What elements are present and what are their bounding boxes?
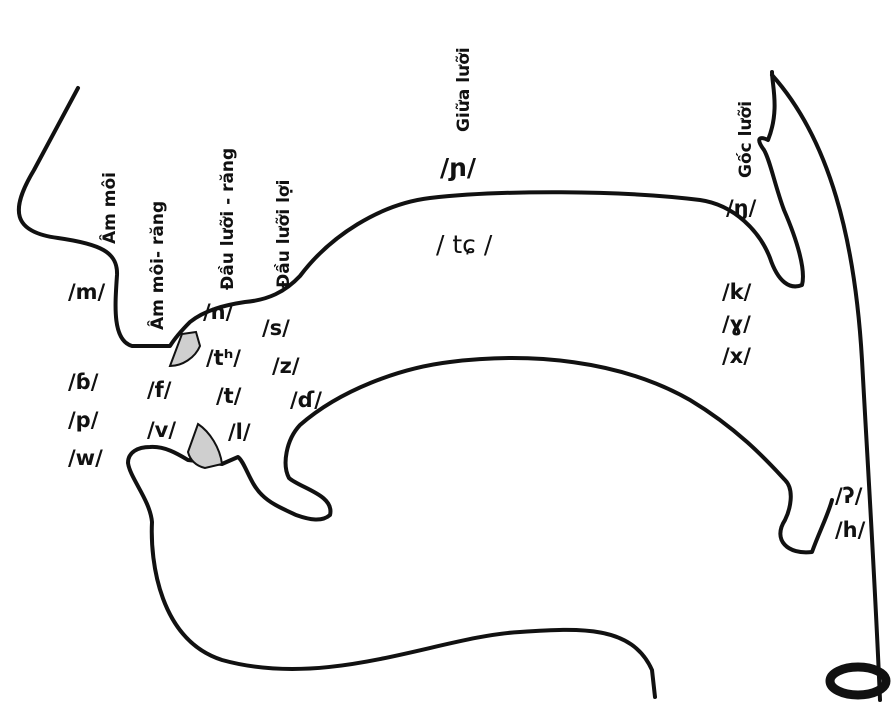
phoneme-glottal-stop: /ʔ/ (835, 486, 862, 507)
phoneme-x: /x/ (722, 346, 751, 367)
phoneme-z: /z/ (272, 356, 300, 377)
phoneme-l: /l/ (228, 422, 251, 443)
label-am-moi-rang: Âm môi- răng (150, 201, 167, 330)
lower-tooth-icon (188, 424, 222, 468)
phoneme-m: /m/ (68, 282, 105, 303)
phoneme-gamma: /ɣ/ (722, 314, 751, 335)
phoneme-k: /k/ (722, 282, 751, 303)
phoneme-tc: / tɕ / (436, 232, 492, 257)
lower-vocal-tract-outline (128, 358, 832, 697)
phoneme-s: /s/ (262, 318, 290, 339)
upper-vocal-tract-outline (19, 72, 803, 346)
pharynx-wall (772, 75, 880, 700)
phoneme-v: /v/ (147, 420, 176, 441)
phoneme-palatal-nasal: /ɲ/ (440, 155, 476, 180)
phoneme-n: /n/ (203, 302, 233, 323)
label-dau-luoi-loi: Đầu lưỡi lợi (276, 180, 293, 288)
label-am-moi: Âm môi (102, 172, 119, 244)
phoneme-w: /w/ (68, 448, 103, 469)
phoneme-b-implosive: /ɓ/ (68, 372, 98, 393)
phoneme-p: /p/ (68, 410, 98, 431)
phoneme-t: /t/ (216, 386, 241, 407)
label-giua-luoi: Giữa lưỡi (456, 47, 473, 132)
label-dau-luoi-rang: Đầu lưỡi - răng (220, 148, 237, 290)
phoneme-h: /h/ (835, 520, 865, 541)
label-goc-luoi: Gốc lưỡi (738, 101, 755, 178)
phoneme-velar-nasal: /ŋ/ (726, 198, 756, 219)
phoneme-f: /f/ (147, 380, 171, 401)
phoneme-th: /tʰ/ (206, 348, 241, 369)
phoneme-d-implosive: /ɗ/ (290, 390, 322, 411)
